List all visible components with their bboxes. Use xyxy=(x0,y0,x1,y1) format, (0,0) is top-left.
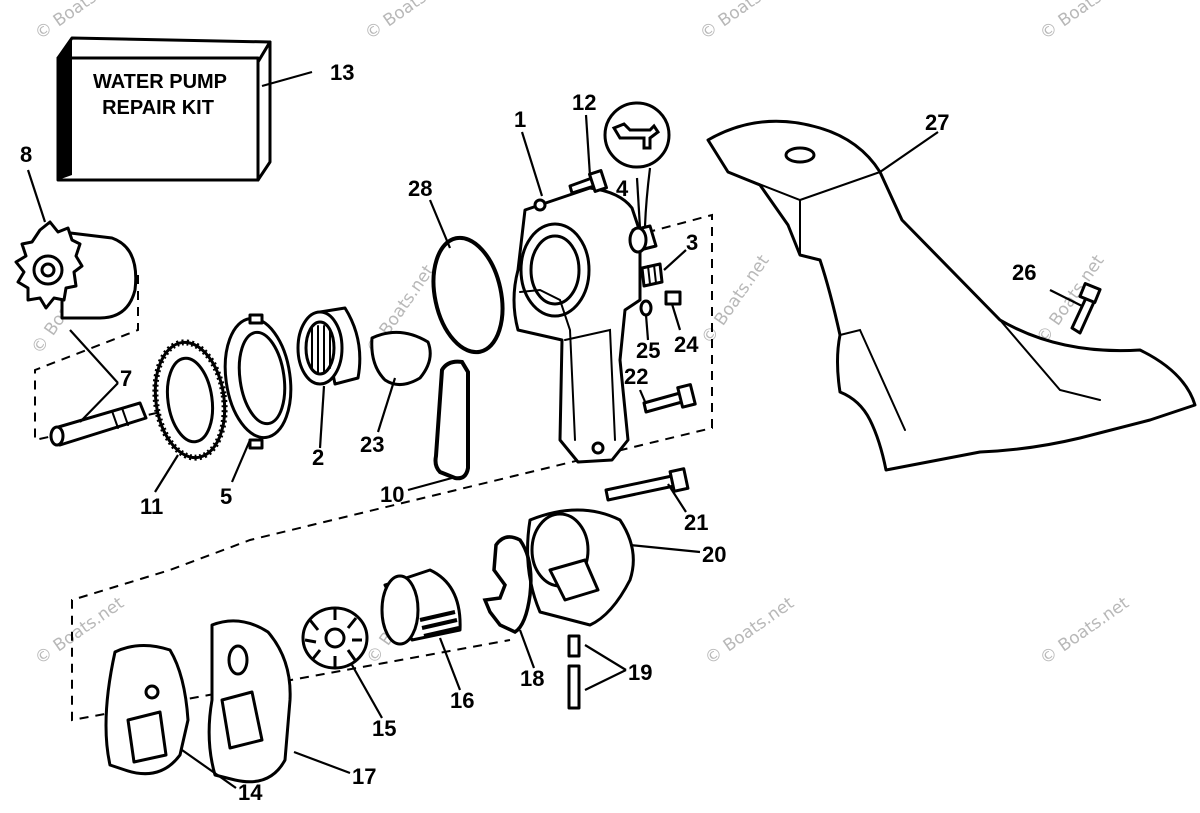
callout-11: 11 xyxy=(140,494,163,519)
callout-19: 19 xyxy=(628,660,652,685)
callout-23: 23 xyxy=(360,432,384,457)
leader-lines xyxy=(26,70,1083,789)
callout-2: 2 xyxy=(312,445,324,470)
kit-box-label-line1: WATER PUMP xyxy=(93,71,227,93)
assembly-outlines xyxy=(34,213,713,722)
callout-1: 1 xyxy=(514,107,526,132)
dowel-pins xyxy=(567,634,581,710)
long-bolt xyxy=(604,467,690,502)
callout-24: 24 xyxy=(674,332,699,357)
water-pump-repair-kit-box: WATER PUMP REPAIR KIT xyxy=(56,36,272,182)
callout-15: 15 xyxy=(372,716,396,741)
o-ring xyxy=(431,235,505,355)
callout-20: 20 xyxy=(702,542,726,567)
callout-17: 17 xyxy=(352,764,376,789)
callout-22: 22 xyxy=(624,364,648,389)
impeller xyxy=(301,606,369,670)
callout-7: 7 xyxy=(120,366,132,391)
thrust-bearing xyxy=(152,339,228,461)
thrust-washer xyxy=(223,313,293,450)
callout-5: 5 xyxy=(220,484,232,509)
callout-labels: 13 8 7 11 5 2 23 10 28 1 12 4 3 24 25 22… xyxy=(20,60,1036,805)
callout-16: 16 xyxy=(450,688,474,713)
housing-bolt xyxy=(642,383,697,414)
watermark: © Boats.net xyxy=(1036,0,1133,44)
wear-plate xyxy=(207,619,292,784)
callout-10: 10 xyxy=(380,482,404,507)
watermark: © Boats.net xyxy=(696,0,793,44)
callout-4: 4 xyxy=(616,176,629,201)
callout-3: 3 xyxy=(686,230,698,255)
pump-housing xyxy=(512,186,642,464)
callout-27: 27 xyxy=(925,110,949,135)
watermark: © Boats.net xyxy=(1036,593,1133,669)
drive-shaft xyxy=(49,401,148,447)
plate-gasket xyxy=(104,644,190,776)
watermark: © Boats.net xyxy=(698,251,774,348)
small-gasket xyxy=(370,330,432,386)
callout-26: 26 xyxy=(1012,260,1036,285)
needle-bearing xyxy=(296,306,362,386)
watermark: © Boats.net xyxy=(701,593,798,669)
callout-21: 21 xyxy=(684,510,708,535)
water-fitting xyxy=(640,262,664,288)
callout-13: 13 xyxy=(330,60,354,85)
callout-8: 8 xyxy=(20,142,32,167)
cover-plate xyxy=(706,119,1197,472)
bevel-gear xyxy=(14,220,138,320)
callout-12: 12 xyxy=(572,90,596,115)
callout-14: 14 xyxy=(238,780,263,805)
kit-box-label-line2: REPAIR KIT xyxy=(102,97,214,119)
cover-bolt xyxy=(1070,282,1102,335)
impeller-liner xyxy=(380,568,462,646)
tool-inset-icon xyxy=(603,101,671,169)
callout-18: 18 xyxy=(520,666,544,691)
callout-25: 25 xyxy=(636,338,660,363)
callout-28: 28 xyxy=(408,176,432,201)
cup-gasket xyxy=(482,535,533,634)
watermark: © Boats.net xyxy=(361,0,458,44)
grommet xyxy=(628,224,658,254)
housing-screw xyxy=(568,169,608,195)
impeller-housing-cup xyxy=(526,508,635,627)
rectangular-seal xyxy=(433,359,470,481)
